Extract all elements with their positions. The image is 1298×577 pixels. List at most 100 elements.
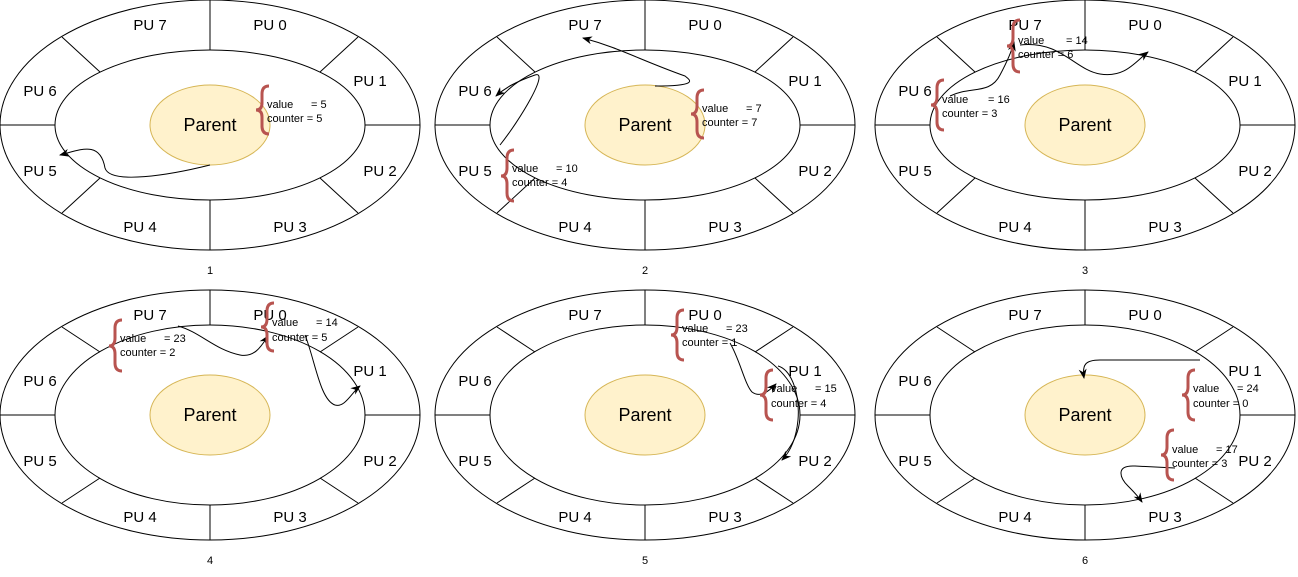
ring-dividers — [0, 290, 420, 540]
pu-label-6: PU 6 — [458, 373, 491, 390]
pu-label-0: PU 0 — [1128, 17, 1161, 34]
value-number: = 14 — [316, 317, 338, 329]
ring-dividers — [0, 0, 420, 250]
pu-label-5: PU 5 — [898, 163, 931, 180]
value-number: = 14 — [1066, 35, 1088, 47]
transfer-arrow — [729, 342, 777, 395]
counter-text: counter = 5 — [267, 113, 322, 125]
pu-label-3: PU 3 — [708, 509, 741, 526]
pu-label-3: PU 3 — [1148, 219, 1181, 236]
value-brace — [500, 148, 515, 203]
value-label: value — [272, 317, 298, 329]
value-brace — [1160, 428, 1175, 482]
parent-label: Parent — [618, 115, 671, 135]
value-number: = 23 — [726, 323, 748, 335]
counter-text: counter = 5 — [272, 332, 327, 344]
panel-number: 3 — [1082, 265, 1088, 277]
pu-label-2: PU 2 — [363, 163, 396, 180]
pu-label-1: PU 1 — [1228, 363, 1261, 380]
pu-label-3: PU 3 — [273, 509, 306, 526]
value-number: = 5 — [311, 99, 327, 111]
panel-number: 4 — [207, 555, 213, 567]
panel-number: 1 — [207, 265, 213, 277]
pu-label-0: PU 0 — [688, 17, 721, 34]
value-brace — [1181, 368, 1196, 422]
pu-label-6: PU 6 — [23, 373, 56, 390]
value-label: value — [267, 99, 293, 111]
pu-label-6: PU 6 — [458, 83, 491, 100]
pu-label-3: PU 3 — [708, 219, 741, 236]
value-brace — [1006, 18, 1021, 74]
value-number: = 24 — [1237, 383, 1259, 395]
parent-label: Parent — [618, 405, 671, 425]
pu-label-5: PU 5 — [23, 163, 56, 180]
pu-label-2: PU 2 — [363, 453, 396, 470]
pu-label-1: PU 1 — [1228, 73, 1261, 90]
pu-label-4: PU 4 — [558, 509, 591, 526]
pu-label-7: PU 7 — [1008, 307, 1041, 324]
pu-label-0: PU 0 — [688, 307, 721, 324]
value-label: value — [1018, 35, 1044, 47]
value-number: = 15 — [815, 383, 837, 395]
counter-text: counter = 4 — [512, 177, 567, 189]
counter-text: counter = 3 — [1172, 458, 1227, 470]
value-label: value — [1172, 444, 1198, 456]
pu-label-3: PU 3 — [1148, 509, 1181, 526]
pu-label-4: PU 4 — [123, 219, 156, 236]
ring-dividers — [875, 290, 1295, 540]
value-brace — [255, 84, 270, 136]
pu-label-0: PU 0 — [253, 307, 286, 324]
pu-label-5: PU 5 — [898, 453, 931, 470]
transfer-arrow — [1078, 359, 1200, 379]
counter-text: counter = 0 — [1193, 398, 1248, 410]
pu-label-2: PU 2 — [798, 453, 831, 470]
panel-6: Parent PU 0 PU 1 PU 2 PU 3 PU 4 PU 5 PU … — [874, 289, 1296, 567]
value-number: = 23 — [164, 333, 186, 345]
panel-5: Parent PU 0 PU 1 PU 2 PU 3 PU 4 PU 5 PU … — [434, 289, 856, 567]
pu-label-4: PU 4 — [998, 509, 1031, 526]
panel-number: 2 — [642, 265, 648, 277]
value-label: value — [942, 94, 968, 106]
counter-text: counter = 6 — [1018, 49, 1073, 61]
pu-label-5: PU 5 — [458, 453, 491, 470]
pu-label-2: PU 2 — [798, 163, 831, 180]
pu-label-2: PU 2 — [1238, 163, 1271, 180]
parent-node — [1024, 84, 1146, 166]
pu-label-6: PU 6 — [898, 83, 931, 100]
pu-label-6: PU 6 — [23, 83, 56, 100]
transfer-arrow — [777, 365, 799, 461]
ring-dividers — [875, 0, 1295, 250]
ring-dividers — [435, 0, 855, 250]
value-brace — [260, 301, 275, 353]
pu-label-0: PU 0 — [253, 17, 286, 34]
pu-label-7: PU 7 — [568, 307, 601, 324]
parent-label: Parent — [183, 115, 236, 135]
value-label: value — [1193, 383, 1219, 395]
pu-label-1: PU 1 — [353, 73, 386, 90]
pu-label-4: PU 4 — [123, 509, 156, 526]
value-label: value — [682, 323, 708, 335]
parent-node — [584, 84, 706, 166]
value-number: = 7 — [746, 103, 762, 115]
pu-label-7: PU 7 — [133, 17, 166, 34]
pu-label-7: PU 7 — [568, 17, 601, 34]
transfer-arrow — [495, 74, 540, 146]
pu-label-2: PU 2 — [1238, 453, 1271, 470]
pu-label-1: PU 1 — [788, 73, 821, 90]
transfer-arrow — [59, 148, 211, 178]
pu-label-4: PU 4 — [558, 219, 591, 236]
counter-text: counter = 3 — [942, 108, 997, 120]
panel-1: Parent PU 0 PU 1 PU 2 PU 3 PU 4 PU 5 PU … — [0, 0, 421, 277]
transfer-arrow — [1019, 43, 1149, 76]
value-brace — [930, 78, 945, 132]
value-label: value — [702, 103, 728, 115]
pu-label-1: PU 1 — [788, 363, 821, 380]
value-brace — [670, 308, 685, 362]
value-number: = 16 — [988, 94, 1010, 106]
value-brace — [108, 318, 123, 373]
value-label: value — [120, 333, 146, 345]
parent-label: Parent — [1058, 405, 1111, 425]
panel-number: 5 — [642, 555, 648, 567]
